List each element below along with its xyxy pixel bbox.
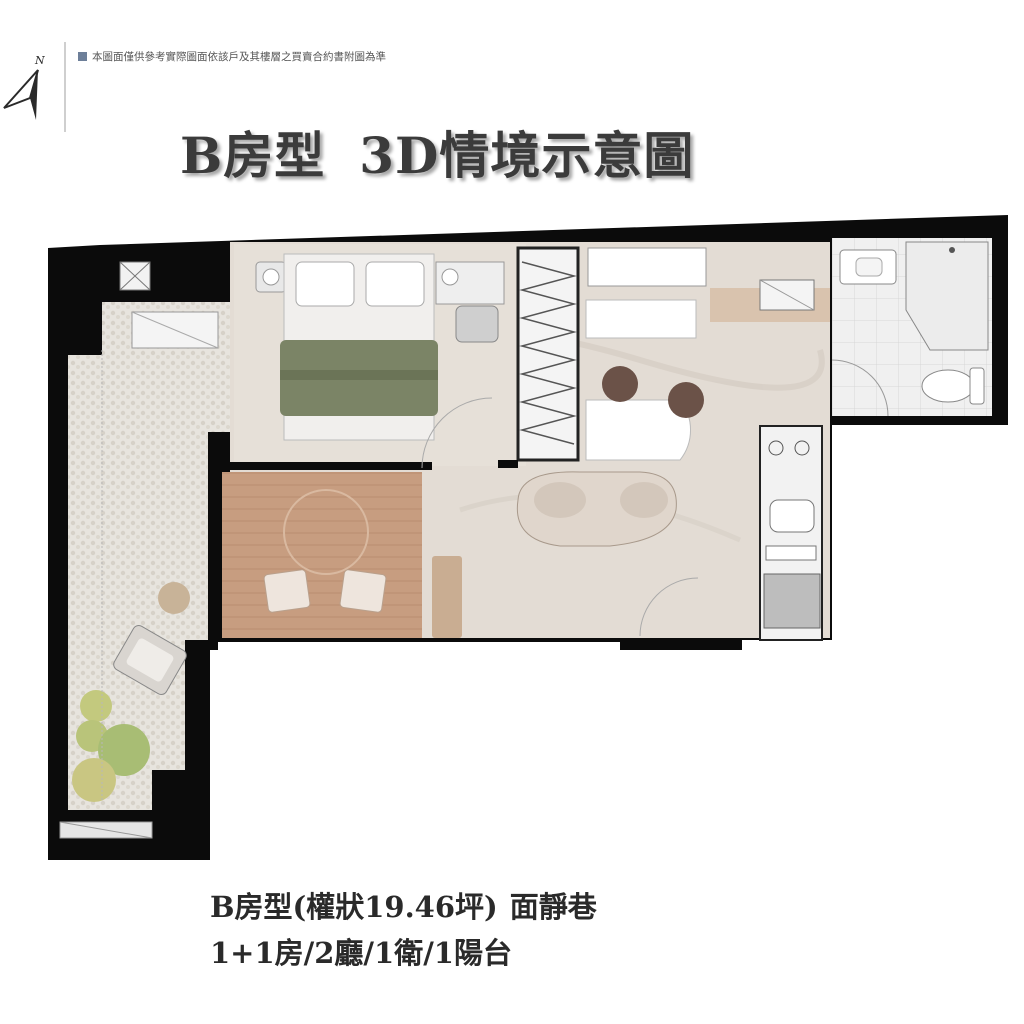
sofa	[516, 471, 677, 547]
north-label: N	[34, 54, 45, 67]
bedroom	[234, 244, 526, 466]
stove-burner-left	[768, 440, 784, 456]
title-subtitle: 3D情境示意圖	[359, 126, 695, 185]
kitchen-sink	[769, 499, 815, 533]
divider-line	[64, 42, 66, 132]
unit-layout: 1+1房/2廳/1衛/1陽台	[210, 936, 512, 970]
balcony-chair	[113, 625, 187, 695]
disclaimer: 本圖面僅供參考實際圖面依該戶及其樓層之買賣合約書附圖為準	[78, 49, 386, 64]
wardrobe	[516, 246, 580, 462]
stove-burner-right	[794, 440, 810, 456]
study-chair-right	[339, 569, 387, 613]
pillow-right	[365, 261, 425, 307]
potted-plants	[72, 690, 150, 802]
disclaimer-marker	[78, 52, 87, 61]
shower-area	[905, 241, 989, 351]
toilet	[921, 369, 975, 403]
bar-stool-right	[668, 382, 704, 418]
side-table	[158, 582, 190, 614]
dining-area	[585, 247, 830, 461]
study-chair-left	[263, 569, 311, 613]
unit-area: B房型(權狀19.46坪)	[210, 890, 498, 924]
bar-counter	[585, 299, 697, 339]
bar-stool-left	[602, 366, 638, 402]
balcony	[59, 261, 230, 839]
kitchen	[759, 425, 823, 641]
round-table	[283, 489, 369, 575]
disclaimer-text: 本圖面僅供參考實際圖面依該戶及其樓層之買賣合約書附圖為準	[92, 51, 386, 63]
bedroom-door-swing	[421, 397, 493, 469]
title-unit-type: B房型	[180, 126, 326, 185]
unit-caption: B房型(權狀19.46坪) 面靜巷	[210, 884, 597, 926]
study-room	[218, 462, 462, 638]
floor-plan	[48, 215, 1008, 860]
refrigerator	[763, 573, 821, 629]
vanity-chair	[455, 305, 499, 343]
pillow-left	[295, 261, 355, 307]
north-arrow-icon: N	[3, 54, 45, 120]
shoe-cabinet	[432, 556, 462, 638]
unit-orientation: 面靜巷	[509, 890, 597, 924]
bathroom	[831, 238, 992, 417]
entry-door-swing	[639, 577, 699, 637]
page-title: B房型 3D情境示意圖	[180, 116, 694, 188]
